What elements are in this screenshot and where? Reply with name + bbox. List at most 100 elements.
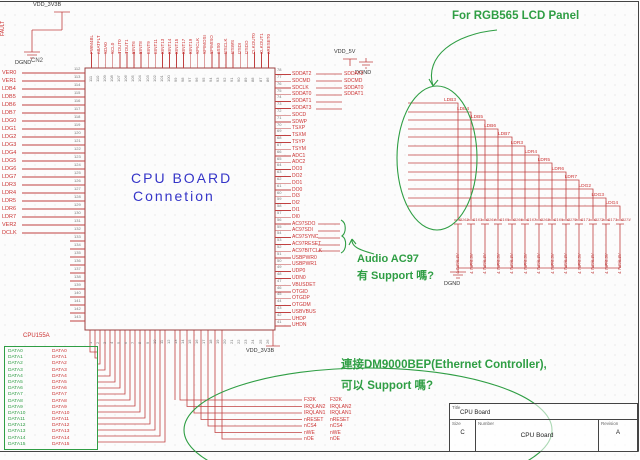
pin-number: 132 bbox=[74, 225, 81, 231]
pin-number: 47 bbox=[277, 277, 282, 283]
pin-number: 77 bbox=[277, 73, 282, 79]
capacitor: C166 4.7uF/6.3V bbox=[505, 217, 523, 276]
pin-number: 124 bbox=[74, 161, 81, 167]
vdd-5v-label: VDD_5V bbox=[334, 49, 356, 55]
net-label: LDR7 bbox=[2, 214, 17, 220]
net-label: F32K bbox=[304, 397, 316, 403]
net-label: OTGID bbox=[292, 288, 308, 295]
net-label: DATA12 bbox=[52, 423, 70, 429]
net-label: USBPWR0 bbox=[292, 254, 317, 261]
net-label: DATA6 bbox=[8, 386, 23, 392]
net-label: DATA7 bbox=[8, 392, 23, 398]
capacitor: C172 4.7uF/6.3V bbox=[586, 217, 604, 276]
net-label: TSXP bbox=[292, 125, 306, 132]
net-label: DCLK bbox=[2, 230, 17, 236]
pin-number: 118 bbox=[74, 113, 81, 119]
net-label: LDB5 bbox=[471, 115, 483, 121]
pin-number: 55 bbox=[277, 223, 282, 229]
net-label: LDB4 bbox=[2, 86, 16, 92]
pin-number: 57 bbox=[277, 209, 282, 215]
net-label: DATA13 bbox=[52, 429, 70, 435]
pin-number: 116 bbox=[74, 97, 81, 103]
net-label: VER2 bbox=[2, 222, 17, 228]
capacitor: C173 4.7uF/6.3V bbox=[600, 217, 618, 276]
pin-number: 64 bbox=[277, 162, 282, 168]
net-label: ADC1 bbox=[292, 152, 306, 159]
revision-label: Revision bbox=[601, 421, 619, 426]
net-label: DATA11 bbox=[8, 417, 26, 423]
capacitor-ref: C168 bbox=[540, 217, 550, 222]
pin-number: 140 bbox=[74, 289, 81, 295]
net-label: ADC2 bbox=[292, 159, 306, 166]
net-label: LDG7 bbox=[2, 174, 17, 180]
net-label: IRQLAN1 bbox=[304, 410, 326, 416]
pin-number: 52 bbox=[277, 243, 282, 249]
net-label: DATA4 bbox=[8, 373, 23, 379]
size-cell: Size C bbox=[450, 420, 476, 452]
pin-number: 59 bbox=[277, 196, 282, 202]
net-label: DI0 bbox=[292, 213, 300, 220]
net-label: SDWP bbox=[292, 118, 307, 125]
capacitor: C174 4.7uF/6.3V bbox=[613, 217, 631, 276]
capacitor-ref: C165 bbox=[499, 217, 510, 222]
capacitor-ref: C173 bbox=[607, 217, 618, 222]
pin-number: 58 bbox=[277, 203, 282, 209]
pin-number: 46 bbox=[277, 284, 282, 290]
pin-number: 43 bbox=[277, 305, 282, 311]
pin-number: 45 bbox=[277, 291, 282, 297]
pin-number: 68 bbox=[277, 135, 282, 141]
data-bus-box bbox=[4, 346, 98, 450]
center-label-line1: CPU BOARD bbox=[131, 170, 233, 186]
pin-number: 71 bbox=[277, 114, 282, 120]
pin-number: 65 bbox=[277, 155, 282, 161]
net-label: DATA11 bbox=[52, 417, 70, 423]
pin-number: 54 bbox=[277, 230, 282, 236]
net-label: LDG5 bbox=[2, 158, 17, 164]
document-name: CPU Board bbox=[520, 432, 554, 439]
pin-number: 127 bbox=[74, 185, 81, 191]
pin-number: 134 bbox=[74, 241, 81, 247]
capacitor-ref: C170 bbox=[567, 217, 577, 222]
number-label: Number bbox=[478, 421, 495, 426]
lcd-note-arrow bbox=[428, 29, 498, 87]
pin-number: 49 bbox=[277, 264, 282, 270]
pin-number: 69 bbox=[277, 128, 282, 134]
ethernet-note-line2: 可以 Support 嗎? bbox=[341, 380, 433, 392]
net-label: DATA10 bbox=[8, 410, 26, 416]
net-label: DATA2 bbox=[52, 361, 67, 367]
capacitor: C162 4.7uF/6.3V bbox=[451, 217, 469, 276]
audio-note-line1: Audio AC97 bbox=[357, 253, 419, 265]
pin-number: 44 bbox=[277, 298, 282, 304]
audio-note-arrow bbox=[348, 238, 375, 255]
net-label: nOE bbox=[304, 436, 315, 442]
capacitor: C167 4.7uF/6.3V bbox=[519, 217, 537, 276]
net-label: DI3 bbox=[292, 193, 300, 200]
net-label: DATA5 bbox=[8, 379, 23, 385]
net-label: SDCD bbox=[292, 111, 307, 118]
pin-number: 125 bbox=[74, 169, 81, 175]
net-label: SDCLK bbox=[292, 84, 309, 91]
audio-brace bbox=[340, 219, 347, 254]
net-label: OTGDM bbox=[292, 302, 311, 309]
net-label: LDR6 bbox=[551, 166, 564, 172]
net-label: DO2 bbox=[292, 172, 303, 179]
net-label: DATA0 bbox=[52, 349, 67, 354]
net-label: SDDAT1 bbox=[292, 98, 312, 105]
pin-number: 123 bbox=[74, 153, 81, 159]
net-label: SDDAT1 bbox=[344, 91, 364, 98]
net-label: DATA3 bbox=[52, 367, 67, 373]
pin-number: 76 bbox=[277, 80, 282, 86]
size-label: Size bbox=[452, 421, 461, 426]
net-label: LDR4 bbox=[524, 149, 537, 155]
net-label: AC97RESET bbox=[292, 240, 322, 247]
pin-number: 53 bbox=[277, 237, 282, 243]
net-label: nRESET bbox=[304, 416, 324, 423]
pin-number: 63 bbox=[277, 169, 282, 175]
net-label: SDCMD bbox=[344, 77, 363, 84]
pin-number: 48 bbox=[277, 271, 282, 277]
pin-number: 114 bbox=[74, 81, 81, 87]
lcd-highlight-ellipse bbox=[396, 85, 478, 231]
net-label: LDG4 bbox=[605, 201, 618, 207]
